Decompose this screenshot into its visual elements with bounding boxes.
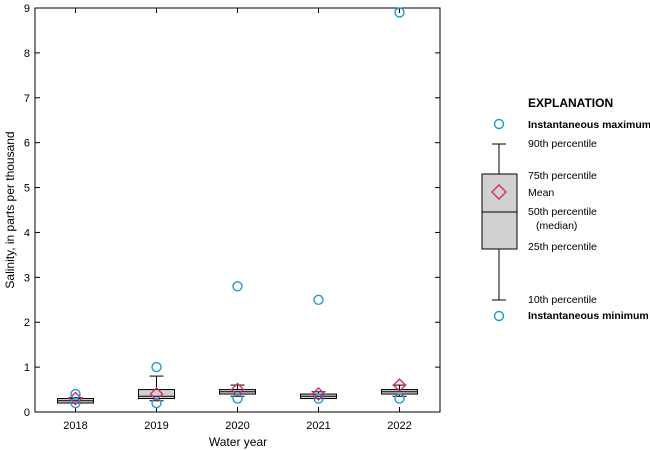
box-2019 (138, 389, 175, 400)
min-marker (151, 397, 162, 409)
max-marker (232, 281, 243, 292)
y-tick-label: 1 (24, 362, 30, 374)
x-tick-label: 2022 (387, 420, 411, 432)
y-tick-label: 2 (24, 317, 30, 329)
y-tick-label: 6 (24, 138, 30, 150)
y-axis-title: Salinity, in parts per thousand (3, 131, 17, 288)
legend-min-circle (493, 310, 505, 322)
max-marker (151, 361, 162, 373)
plot-area: 0 1 2 3 4 5 6 7 8 9 2018 2019 2020 2021 2022 (24, 3, 441, 432)
min-marker (313, 393, 324, 404)
plot-frame (34, 7, 441, 413)
min-marker (394, 393, 405, 404)
y-tick-label: 9 (24, 3, 30, 15)
mean-marker (230, 382, 245, 397)
legend-p90-label: 90th percentile (528, 138, 597, 150)
y-tick-label: 3 (24, 272, 30, 284)
legend-median-label-2: (median) (536, 220, 577, 232)
mean-marker (149, 387, 164, 402)
x-axis-title: Water year (209, 435, 267, 449)
y-tick-label: 8 (24, 48, 30, 60)
legend-title: EXPLANATION (528, 96, 613, 110)
x-tick-label: 2020 (225, 420, 249, 432)
y-tick-label: 4 (24, 227, 30, 239)
legend-min-label: Instantaneous minimum (528, 310, 649, 322)
legend-p25-label: 25th percentile (528, 241, 597, 253)
y-tick-label: 5 (24, 183, 30, 195)
x-tick-label: 2021 (306, 420, 330, 432)
legend-max-circle (493, 118, 505, 130)
max-marker (313, 294, 324, 305)
min-marker (70, 397, 81, 409)
legend-median-label: 50th percentile (528, 206, 597, 218)
y-tick-label: 0 (24, 407, 30, 419)
legend: EXPLANATION Instantaneous maximum 90th p… (481, 96, 650, 322)
y-tick-label: 7 (24, 93, 30, 105)
min-marker (232, 393, 243, 404)
legend-p75-label: 75th percentile (528, 170, 597, 182)
mean-marker (392, 378, 407, 393)
max-marker (394, 7, 405, 18)
mean-marker (311, 387, 326, 402)
legend-max-label: Instantaneous maximum (528, 119, 650, 131)
legend-mean-diamond (491, 184, 507, 200)
legend-mean-label: Mean (528, 187, 554, 199)
x-tick-label: 2019 (144, 420, 168, 432)
legend-p10-label: 10th percentile (528, 294, 597, 306)
x-tick-label: 2018 (63, 420, 87, 432)
